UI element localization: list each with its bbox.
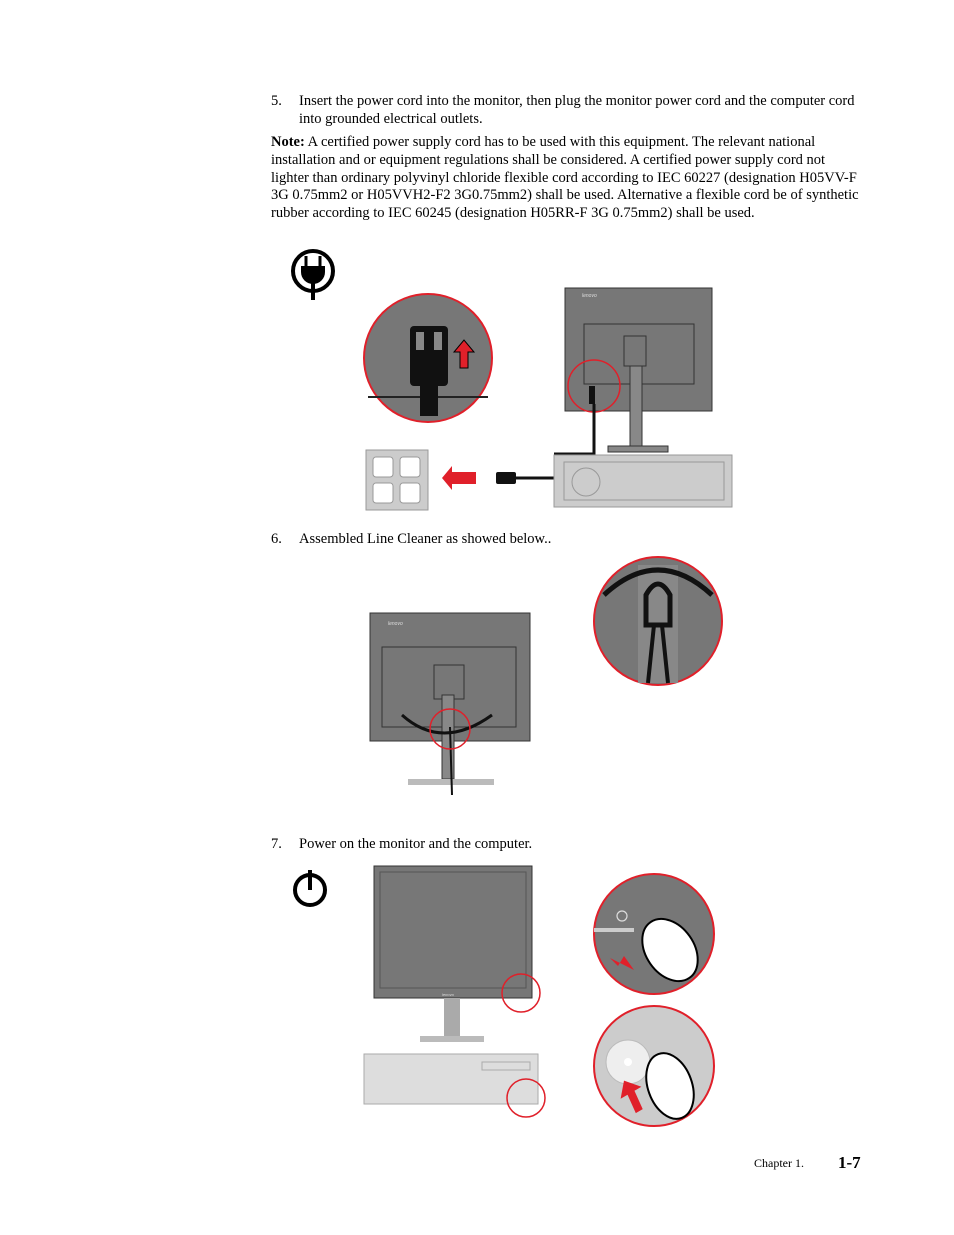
computer-case [363,1053,546,1118]
page-number: 1-7 [838,1153,861,1172]
computer-case [553,454,733,508]
note-label: Note: [271,134,305,150]
computer-button-zoom-callout [593,1005,715,1127]
line-cleaner-figure: lenovo [369,556,723,796]
lenovo-logo: lenovo [442,992,455,997]
connector-zoom-callout [363,293,493,423]
direction-arrow-icon [442,466,476,490]
power-plug-icon [291,249,335,300]
power-cord-figure: lenovo [291,249,733,511]
line-cleaner-zoom-callout [593,556,723,686]
wall-outlet [365,449,429,511]
step-number: 5. [271,93,282,109]
monitor-rear: lenovo [554,287,713,456]
monitor-rear: lenovo [369,612,531,796]
power-on-figure: lenovo [293,865,715,1127]
step-text: Assembled Line Cleaner as showed below.. [299,531,552,547]
note-text: A certified power supply cord has to be … [271,134,859,222]
step-5: 5. Insert the power cord into the monito… [271,92,861,128]
lenovo-logo: lenovo [388,621,403,627]
page-footer: Chapter 1. 1-7 [754,1153,861,1172]
step-text: Insert the power cord into the monitor, … [299,93,855,127]
step-number: 7. [271,836,282,852]
chapter-label: Chapter 1. [754,1156,804,1170]
lenovo-logo: lenovo [582,293,597,299]
note-paragraph: Note: A certified power supply cord has … [271,134,861,223]
plug-and-cable [496,472,555,484]
power-button-icon [293,870,327,907]
step-6: 6. Assembled Line Cleaner as showed belo… [271,530,861,548]
monitor-button-zoom-callout [593,873,715,995]
step-text: Power on the monitor and the computer. [299,836,533,852]
step-7: 7. Power on the monitor and the computer… [271,835,861,853]
monitor-front: lenovo [373,865,541,1042]
step-number: 6. [271,531,282,547]
